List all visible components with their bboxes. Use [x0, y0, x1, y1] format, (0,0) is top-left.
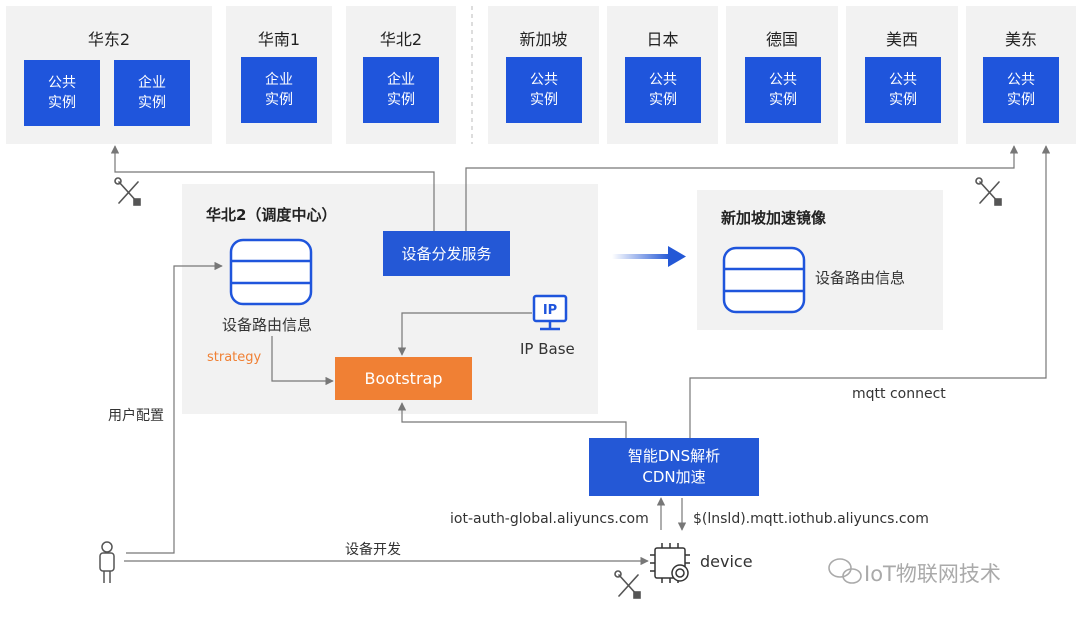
smart-dns-cdn-box: 智能DNS解析 CDN加速 — [589, 438, 759, 496]
device-label: device — [700, 552, 753, 571]
device-chip-icon — [650, 543, 690, 583]
tools-icon-device — [614, 570, 641, 599]
center-db-label: 设备路由信息 — [222, 316, 313, 334]
ip-base-label: IP Base — [520, 340, 575, 358]
region-title: 华北2 — [379, 30, 423, 49]
region-title: 新加坡 — [519, 30, 568, 49]
region-north-china-2: 华北2 企业 实例 — [346, 6, 456, 144]
sync-arrow-shaft — [612, 254, 670, 259]
region-title: 德国 — [765, 30, 798, 49]
device-dev-label: 设备开发 — [345, 542, 401, 558]
user-config-label: 用户配置 — [108, 408, 164, 424]
mqtt-domain-label: $(lnsld).mqtt.iothub.aliyuncs.com — [693, 511, 929, 527]
region-singapore: 新加坡 公共 实例 — [488, 6, 599, 144]
region-title: 华东2 — [87, 30, 131, 49]
region-south-china-1: 华南1 企业 实例 — [226, 6, 332, 144]
enterprise-instance: 企业 实例 — [114, 60, 190, 126]
arrow-mqtt-connect — [689, 145, 1051, 438]
public-instance: 公共 实例 — [983, 57, 1059, 123]
mirror-db-icon — [722, 246, 806, 314]
device-distribution-service: 设备分发服务 — [383, 231, 510, 276]
public-instance: 公共 实例 — [745, 57, 821, 123]
auth-domain-label: iot-auth-global.aliyuncs.com — [450, 511, 649, 527]
arrow-ip-base — [397, 312, 532, 356]
ip-icon: IP — [532, 294, 568, 331]
mqtt-connect-label: mqtt connect — [852, 386, 946, 402]
sync-arrow-head — [668, 246, 686, 267]
public-instance: 公共 实例 — [865, 57, 941, 123]
region-japan: 日本 公共 实例 — [607, 6, 718, 144]
enterprise-instance: 企业 实例 — [241, 57, 317, 123]
region-germany: 德国 公共 实例 — [726, 6, 838, 144]
arrow-strategy — [271, 336, 334, 386]
bootstrap-box: Bootstrap — [335, 357, 472, 400]
tools-icon-left — [114, 177, 141, 206]
strategy-label: strategy — [207, 350, 262, 365]
wechat-icon — [828, 558, 862, 584]
region-us-west: 美西 公共 实例 — [846, 6, 958, 144]
region-title: 美西 — [885, 30, 918, 49]
region-title: 美东 — [1004, 30, 1037, 49]
mirror-title: 新加坡加速镜像 — [721, 209, 827, 227]
arrow-dns-bootstrap — [397, 402, 627, 438]
mirror-db-label: 设备路由信息 — [815, 269, 906, 287]
public-instance: 公共 实例 — [625, 57, 701, 123]
region-us-east: 美东 公共 实例 — [966, 6, 1076, 144]
region-title: 日本 — [646, 30, 679, 49]
watermark-text: IoT物联网技术 — [864, 562, 1001, 586]
arrow-user-config — [126, 261, 223, 554]
arrow-to-us-east — [465, 145, 1019, 231]
center-db-icon — [229, 238, 313, 306]
scheduling-center-title: 华北2（调度中心） — [206, 206, 337, 224]
tools-icon-right — [975, 177, 1002, 206]
public-instance: 公共 实例 — [24, 60, 100, 126]
enterprise-instance: 企业 实例 — [363, 57, 439, 123]
region-east-china-2: 华东2 公共 实例 企业 实例 — [6, 6, 212, 144]
public-instance: 公共 实例 — [506, 57, 582, 123]
user-person-icon — [99, 541, 115, 583]
svg-text:IP: IP — [543, 303, 557, 318]
arrow-to-east-china-2 — [110, 145, 435, 231]
region-title: 华南1 — [257, 30, 301, 49]
